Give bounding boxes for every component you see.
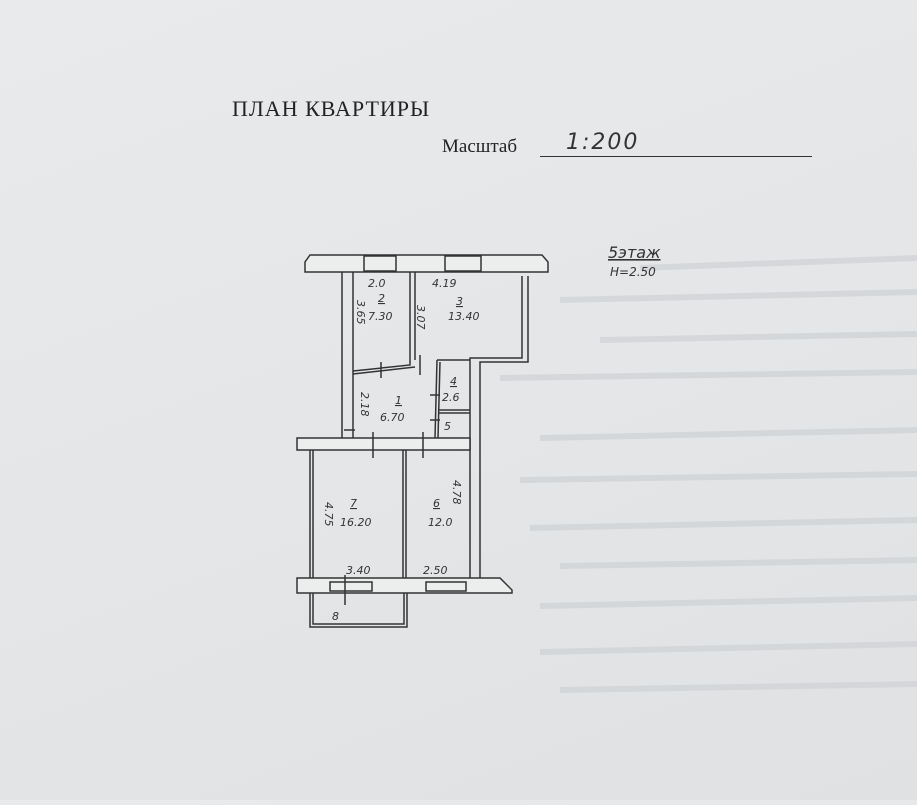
window (444, 255, 482, 272)
ceiling-height: H=2.50 (610, 265, 656, 279)
room-1-length: 2.18 (358, 392, 371, 417)
room-6-width: 2.50 (423, 564, 448, 577)
scale-underline (540, 156, 812, 157)
room-6-length: 4.78 (450, 480, 463, 505)
room-8-number: 8 (332, 610, 339, 623)
room-7-width: 3.40 (346, 564, 371, 577)
room-1-area: 6.70 (380, 411, 405, 424)
room-2-width: 2.0 (368, 277, 386, 290)
room-2-area: 7.30 (368, 310, 393, 323)
room-1-number: 1 (395, 394, 402, 407)
window (363, 255, 397, 272)
room-4-area: 2.6 (442, 391, 460, 404)
page-title: ПЛАН КВАРТИРЫ (232, 96, 431, 121)
room-6-area: 12.0 (428, 516, 453, 529)
room-3-area: 13.40 (448, 310, 480, 323)
room-3-number: 3 (456, 295, 463, 308)
scale-value: 1:200 (566, 130, 640, 155)
room-3-width: 4.19 (432, 277, 457, 290)
room-6-number: 6 (433, 497, 440, 510)
scale-label: Масштаб (442, 136, 518, 157)
room-7-number: 7 (350, 497, 357, 510)
room-7-length: 4.75 (322, 502, 335, 527)
floor-label: 5этаж (608, 243, 661, 262)
room-2-length: 3.65 (354, 300, 367, 325)
room-2-number: 2 (378, 292, 385, 305)
room-5-number: 5 (444, 420, 451, 433)
room-3-length: 3.07 (414, 305, 427, 330)
top-wall (304, 254, 549, 273)
room-4-number: 4 (450, 375, 457, 388)
room-7-area: 16.20 (340, 516, 372, 529)
